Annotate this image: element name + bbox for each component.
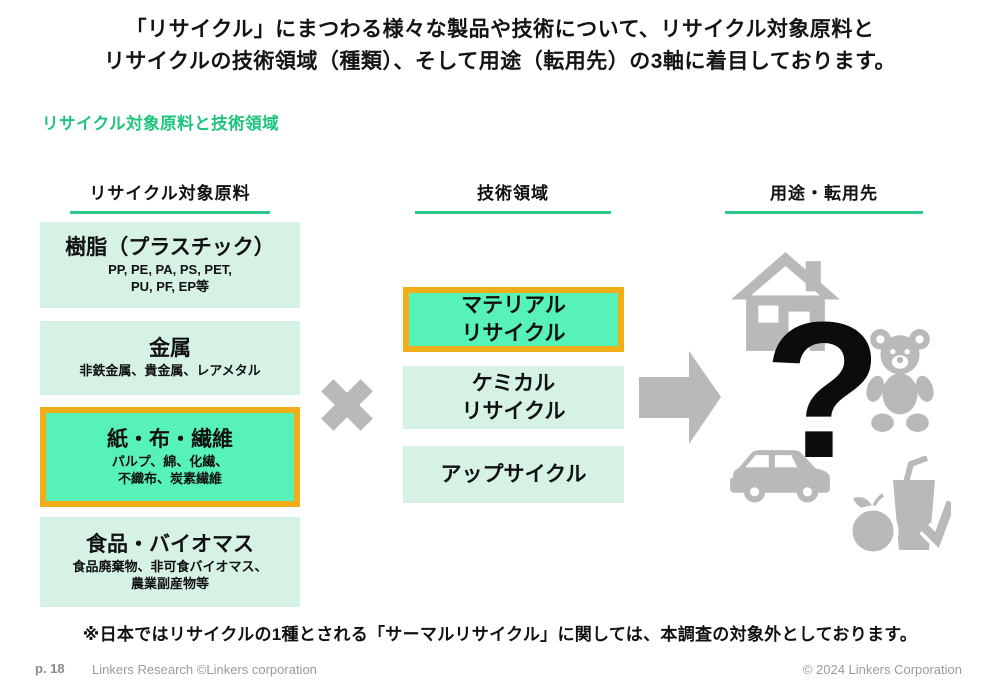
footnote: ※日本ではリサイクルの1種とされる「サーマルリサイクル」に関しては、本調査の対象…: [82, 625, 918, 644]
house-icon: [731, 252, 840, 351]
technology-box-line2: リサイクル: [461, 399, 566, 423]
technology-box-upcycle: アップサイクル: [403, 446, 624, 503]
technology-box-line1: マテリアル: [461, 294, 566, 318]
right-arrow-icon: [639, 351, 721, 444]
page-number: p. 18: [35, 661, 65, 676]
material-box-title: 金属: [149, 336, 191, 360]
section-heading: リサイクル対象原料と技術領域: [42, 115, 280, 133]
car-icon: [728, 446, 834, 504]
material-box-sub-line1: 非鉄金属、貴金属、レアメタル: [79, 363, 261, 379]
food-waste-icon: [847, 455, 959, 557]
technology-box-label: アップサイクル: [441, 461, 587, 488]
material-box-title: 食品・バイオマス: [86, 532, 254, 556]
technology-box-line1: ケミカル: [471, 372, 556, 396]
material-box-sub-line2: PU, PF, EP等: [130, 278, 209, 294]
material-box-sub: 非鉄金属、貴金属、レアメタル: [79, 363, 260, 380]
material-box-food-biomass: 食品・バイオマス 食品廃棄物、非可食バイオマス、 農業副産物等: [40, 517, 300, 607]
material-box-plastics: 樹脂（プラスチック） PP, PE, PA, PS, PET, PU, PF, …: [40, 222, 300, 308]
column-header-materials: リサイクル対象原料: [70, 179, 270, 214]
material-box-sub-line1: パルプ、綿、化繊、: [111, 453, 229, 469]
column-header-technologies: 技術領域: [415, 179, 611, 214]
technology-box-line2: リサイクル: [461, 321, 566, 345]
material-box-sub-line2: 農業副産物等: [130, 575, 209, 591]
technology-box-label: ケミカル リサイクル: [462, 370, 566, 425]
material-box-metals: 金属 非鉄金属、貴金属、レアメタル: [40, 321, 300, 395]
material-box-paper-cloth-fiber-highlighted: 紙・布・繊維 パルプ、綿、化繊、 不織布、炭素繊維: [40, 407, 300, 507]
technology-box-chemical-recycle: ケミカル リサイクル: [403, 366, 624, 429]
slide-title: 「リサイクル」にまつわる様々な製品や技術について、リサイクル対象原料と リサイク…: [0, 14, 1000, 77]
material-box-sub-line1: PP, PE, PA, PS, PET,: [108, 261, 232, 277]
column-header-applications: 用途・転用先: [725, 179, 923, 214]
material-box-sub: パルプ、綿、化繊、 不織布、炭素繊維: [112, 454, 229, 488]
footer-credit-left: Linkers Research ©Linkers corporation: [92, 662, 317, 677]
material-box-title: 樹脂（プラスチック）: [65, 235, 275, 259]
material-box-sub: 食品廃棄物、非可食バイオマス、 農業副産物等: [72, 559, 267, 593]
technology-box-line1: アップサイクル: [440, 462, 587, 486]
technology-box-material-recycle-highlighted: マテリアル リサイクル: [403, 287, 624, 352]
slide-title-line1: 「リサイクル」にまつわる様々な製品や技術について、リサイクル対象原料と: [125, 18, 875, 41]
material-box-sub: PP, PE, PA, PS, PET, PU, PF, EP等: [108, 262, 232, 296]
material-box-sub-line1: 食品廃棄物、非可食バイオマス、: [72, 558, 268, 574]
technology-box-label: マテリアル リサイクル: [461, 292, 566, 347]
slide-title-line2: リサイクルの技術領域（種類）、そして用途（転用先）の3軸に着目しております。: [103, 49, 897, 73]
material-box-title: 紙・布・繊維: [107, 427, 233, 451]
footer-credit-right: © 2024 Linkers Corporation: [802, 662, 962, 677]
cross-icon: [316, 370, 378, 440]
material-box-sub-line2: 不織布、炭素繊維: [117, 470, 222, 486]
teddy-bear-icon: [866, 327, 934, 432]
